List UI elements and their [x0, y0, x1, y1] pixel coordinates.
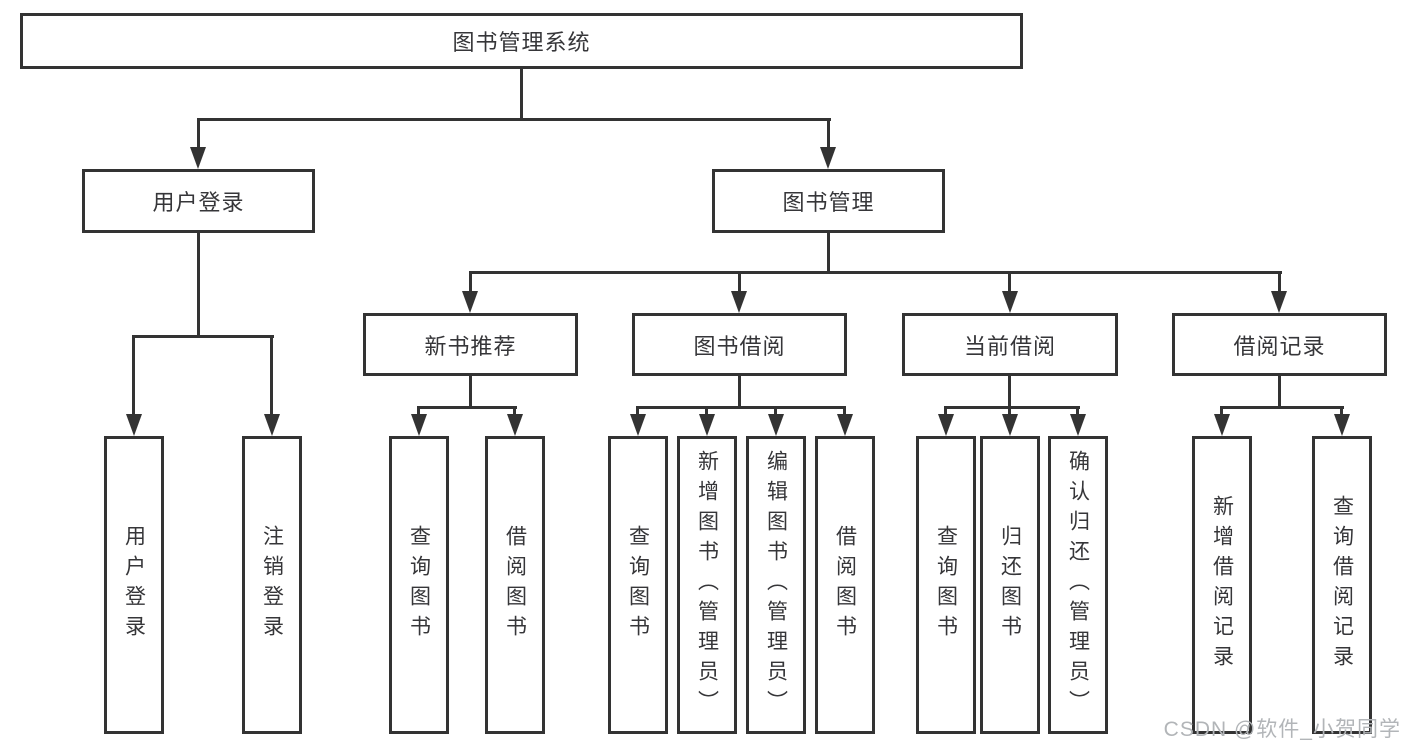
leaf-borrow-add-admin: 新增图书（管理员）: [677, 436, 737, 734]
connector-stub-cb1: [944, 406, 947, 418]
connector-stub-cb2: [1008, 406, 1011, 418]
connector-root-vertical: [520, 68, 523, 121]
connector-borrow-record-vertical: [1278, 374, 1281, 409]
connector-user-login-vertical: [197, 232, 200, 338]
leaf-current-return-label: 归还图书: [998, 525, 1022, 645]
leaf-record-add-label: 新增借阅记录: [1210, 495, 1234, 675]
leaf-user-login-label: 用户登录: [122, 525, 146, 645]
connector-borrow-record-horizontal: [1220, 406, 1344, 409]
arrowhead-bb4: [837, 414, 853, 436]
arrowhead-current-borrow: [1002, 291, 1018, 313]
connector-new-book-horizontal: [417, 406, 517, 409]
connector-stub-book-mgmt: [827, 118, 830, 152]
node-book-management: 图书管理: [712, 169, 945, 233]
connector-current-borrow-horizontal: [944, 406, 1080, 409]
connector-stub-bb2: [705, 406, 708, 418]
connector-stub-book-borrow: [738, 271, 741, 293]
node-borrowing-records: 借阅记录: [1172, 313, 1387, 376]
arrowhead-br1: [1214, 414, 1230, 436]
connector-user-login-horizontal: [132, 335, 274, 338]
node-root-system: 图书管理系统: [20, 13, 1023, 69]
leaf-borrow-borrow: 借阅图书: [815, 436, 875, 734]
arrowhead-br2: [1334, 414, 1350, 436]
node-user-login: 用户登录: [82, 169, 315, 233]
leaf-current-return: 归还图书: [980, 436, 1040, 734]
arrowhead-bb2: [699, 414, 715, 436]
connector-stub-nb1: [417, 406, 420, 418]
leaf-current-query-label: 查询图书: [934, 525, 958, 645]
leaf-borrow-edit-admin-label: 编辑图书（管理员）: [764, 450, 788, 720]
connector-book-borrow-vertical: [738, 374, 741, 409]
arrowhead-borrow-record: [1271, 291, 1287, 313]
node-book-borrowing: 图书借阅: [632, 313, 847, 376]
leaf-logout: 注销登录: [242, 436, 302, 734]
csdn-watermark: CSDN @软件_小贺同学: [1163, 718, 1401, 741]
arrowhead-cb1: [938, 414, 954, 436]
leaf-current-confirm-admin: 确认归还（管理员）: [1048, 436, 1108, 734]
arrowhead-leaf-logout: [264, 414, 280, 436]
leaf-user-login: 用户登录: [104, 436, 164, 734]
arrowhead-bb3: [768, 414, 784, 436]
connector-stub-leaf-logout: [270, 335, 273, 415]
arrowhead-leaf-login: [126, 414, 142, 436]
leaf-borrow-borrow-label: 借阅图书: [833, 525, 857, 645]
connector-level3-horizontal: [469, 271, 1282, 274]
leaf-record-query: 查询借阅记录: [1312, 436, 1372, 734]
connector-stub-nb2: [513, 406, 516, 418]
connector-stub-current-borrow: [1008, 271, 1011, 293]
arrowhead-user-login: [190, 147, 206, 169]
connector-stub-cb3: [1076, 406, 1079, 418]
leaf-newbook-borrow-label: 借阅图书: [503, 525, 527, 645]
leaf-current-query: 查询图书: [916, 436, 976, 734]
arrowhead-nb2: [507, 414, 523, 436]
leaf-newbook-query-label: 查询图书: [407, 525, 431, 645]
connector-stub-bb3: [774, 406, 777, 418]
arrowhead-cb2: [1002, 414, 1018, 436]
leaf-borrow-edit-admin: 编辑图书（管理员）: [746, 436, 806, 734]
connector-stub-new-book: [469, 271, 472, 293]
connector-stub-user-login: [197, 118, 200, 152]
connector-stub-leaf-login: [132, 335, 135, 415]
connector-new-book-vertical: [469, 374, 472, 409]
connector-stub-br1: [1220, 406, 1223, 418]
leaf-record-query-label: 查询借阅记录: [1330, 495, 1354, 675]
node-new-book-recommend: 新书推荐: [363, 313, 578, 376]
connector-book-borrow-horizontal: [636, 406, 846, 409]
leaf-borrow-query: 查询图书: [608, 436, 668, 734]
connector-book-mgmt-vertical: [827, 232, 830, 274]
node-current-borrowing: 当前借阅: [902, 313, 1118, 376]
connector-stub-bb1: [636, 406, 639, 418]
arrowhead-book-borrow: [731, 291, 747, 313]
leaf-current-confirm-admin-label: 确认归还（管理员）: [1066, 450, 1090, 720]
arrowhead-book-mgmt: [820, 147, 836, 169]
connector-stub-bb4: [843, 406, 846, 418]
connector-stub-borrow-record: [1278, 271, 1281, 293]
arrowhead-new-book: [462, 291, 478, 313]
leaf-newbook-borrow: 借阅图书: [485, 436, 545, 734]
connector-level1-horizontal: [197, 118, 831, 121]
leaf-logout-label: 注销登录: [260, 525, 284, 645]
arrowhead-cb3: [1070, 414, 1086, 436]
connector-current-borrow-vertical: [1008, 374, 1011, 409]
leaf-borrow-query-label: 查询图书: [626, 525, 650, 645]
leaf-borrow-add-admin-label: 新增图书（管理员）: [695, 450, 719, 720]
arrowhead-nb1: [411, 414, 427, 436]
leaf-record-add: 新增借阅记录: [1192, 436, 1252, 734]
connector-stub-br2: [1340, 406, 1343, 418]
leaf-newbook-query: 查询图书: [389, 436, 449, 734]
arrowhead-bb1: [630, 414, 646, 436]
